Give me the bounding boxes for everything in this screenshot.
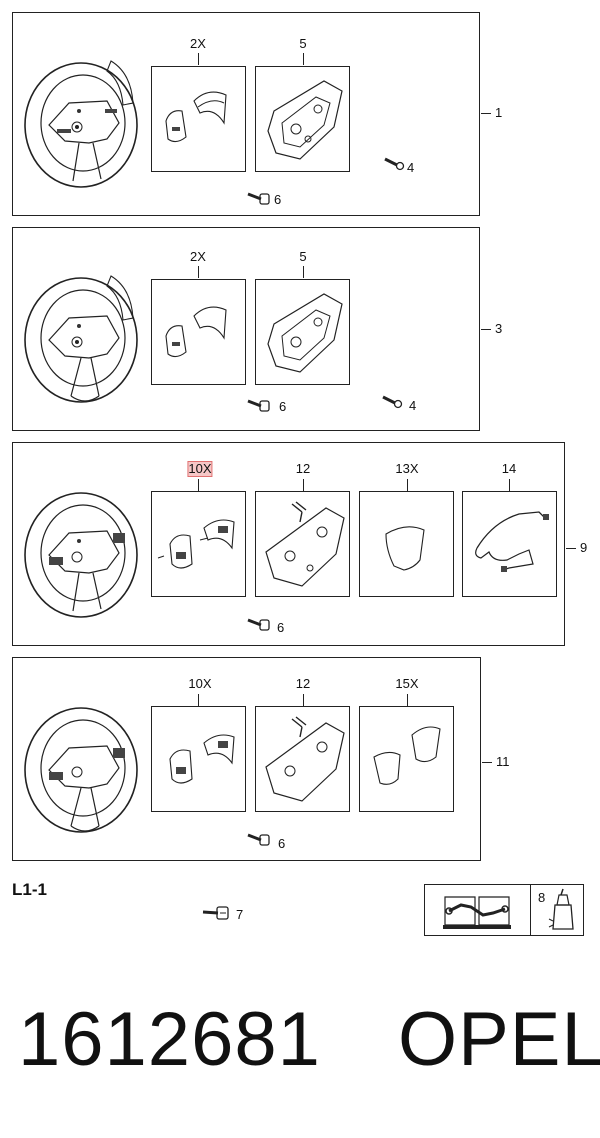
loose-part-label: 6 (279, 399, 287, 414)
assembly-panel-3: 2X 5 6 4 (12, 227, 480, 431)
assembly-ref-3: 3 (495, 321, 503, 336)
steering-wheel-illustration (24, 60, 138, 188)
leader-line (198, 266, 200, 278)
part-box-control-switches[interactable] (151, 491, 246, 597)
ref-leader (481, 113, 491, 115)
assembly-panel-9: 10X 12 13X 14 (12, 442, 565, 646)
switch-cover-icon (165, 306, 227, 358)
diagram-reference: L1-1 (12, 880, 47, 899)
part-box-wiring-harness[interactable] (462, 491, 557, 597)
box-label: 12 (295, 461, 311, 476)
leader-line (303, 479, 305, 491)
ref-leader (481, 329, 491, 331)
brand-name: OPEL (398, 997, 600, 1082)
ref-leader (482, 762, 492, 764)
bolt-icon (202, 906, 229, 920)
bolt-icon (247, 399, 270, 412)
bolt-icon (247, 192, 270, 205)
service-info-box: 8 (424, 884, 584, 936)
control-switch-icon (169, 734, 235, 784)
loose-part-label: 6 (277, 620, 285, 635)
loose-part-label: 4 (407, 160, 415, 175)
leader-line (303, 53, 305, 65)
box-label: 5 (299, 249, 307, 264)
assembly-panel-1: 2X 5 4 6 (12, 12, 480, 216)
part-number: 1612681 (18, 997, 321, 1082)
switch-cover-icon (165, 91, 227, 143)
mounting-plate-icon (267, 293, 343, 373)
loose-part-label: 7 (236, 907, 244, 922)
trim-cover-icon (373, 726, 441, 785)
bolt-icon (247, 618, 270, 631)
adhesive-label: 8 (538, 890, 546, 905)
box-label: 15X (395, 676, 419, 691)
part-box-control-switches[interactable] (151, 706, 246, 812)
assembly-panel-11: 10X 12 15X 6 (12, 657, 481, 861)
ref-leader (566, 548, 576, 550)
assembly-ref-1: 1 (495, 105, 503, 120)
part-box-wired-plate[interactable] (255, 706, 350, 812)
box-label: 14 (501, 461, 517, 476)
assembly-ref-9: 9 (580, 540, 588, 555)
part-box-mounting-plate[interactable] (255, 66, 350, 172)
leader-line (509, 479, 511, 491)
part-box-mounting-plate[interactable] (255, 279, 350, 385)
box-label: 10X (188, 676, 212, 691)
screw-icon (382, 395, 403, 409)
wired-plate-icon (265, 501, 345, 587)
part-box-switch-covers[interactable] (151, 279, 246, 385)
leader-line (303, 694, 305, 706)
leader-line (407, 694, 409, 706)
part-box-trim-cover[interactable] (359, 491, 454, 597)
box-label-highlighted: 10X (187, 461, 213, 477)
leader-line (198, 694, 200, 706)
steering-wheel-illustration (24, 707, 138, 833)
wired-plate-icon (265, 716, 345, 802)
wiring-harness-icon (475, 511, 549, 572)
adhesive-bottle-icon (548, 888, 574, 930)
divider (530, 885, 532, 935)
box-label: 13X (395, 461, 419, 476)
steering-wheel-illustration (24, 492, 138, 618)
loose-part-label: 6 (274, 192, 282, 207)
part-box-switch-covers[interactable] (151, 66, 246, 172)
bolt-icon (247, 833, 270, 846)
box-label: 2X (190, 36, 206, 51)
box-label: 12 (295, 676, 311, 691)
control-switch-icon (157, 519, 235, 569)
leader-line (198, 479, 200, 491)
mounting-plate-icon (267, 80, 343, 160)
box-label: 5 (299, 36, 307, 51)
manual-book-wrench-icon (443, 896, 511, 929)
loose-part-label: 4 (409, 398, 417, 413)
steering-wheel-illustration (24, 275, 138, 403)
loose-part-label: 6 (278, 836, 286, 851)
part-box-wired-plate[interactable] (255, 491, 350, 597)
leader-line (198, 53, 200, 65)
box-label: 2X (190, 249, 206, 264)
trim-cover-icon (385, 526, 425, 571)
leader-line (303, 266, 305, 278)
leader-line (407, 479, 409, 491)
assembly-ref-11: 11 (496, 754, 510, 769)
screw-icon (384, 157, 405, 171)
part-box-trim-covers[interactable] (359, 706, 454, 812)
